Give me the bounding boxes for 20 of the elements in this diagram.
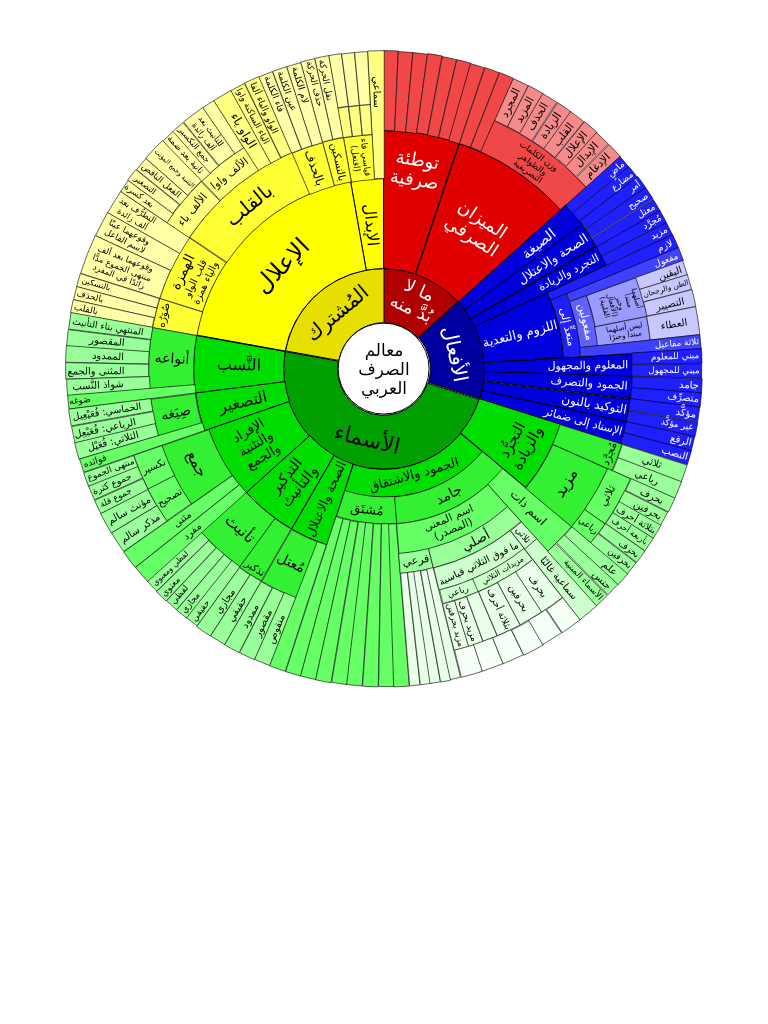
ring-segment: [377, 523, 395, 688]
ring-segment: [492, 629, 524, 665]
ring-segment: [399, 572, 421, 687]
ring-segment: [340, 51, 360, 107]
ring-segment: [458, 66, 500, 148]
ring-segment: [358, 103, 373, 136]
ring-segment: [510, 619, 544, 656]
ring-segment: [416, 53, 443, 136]
ring-segment: [361, 523, 382, 688]
ring-segment: [528, 608, 563, 645]
ring-segment: [448, 62, 486, 144]
ring-segment: [473, 637, 504, 672]
ring-segment: [427, 55, 458, 138]
ring-segment: [405, 51, 429, 134]
ring-segment: [348, 104, 363, 137]
ring-segment: [353, 50, 371, 106]
ring-segment: الممدود: [65, 345, 151, 365]
ring-segment: [394, 50, 414, 133]
ring-segment: [437, 58, 472, 141]
ring-segment: [346, 522, 375, 687]
